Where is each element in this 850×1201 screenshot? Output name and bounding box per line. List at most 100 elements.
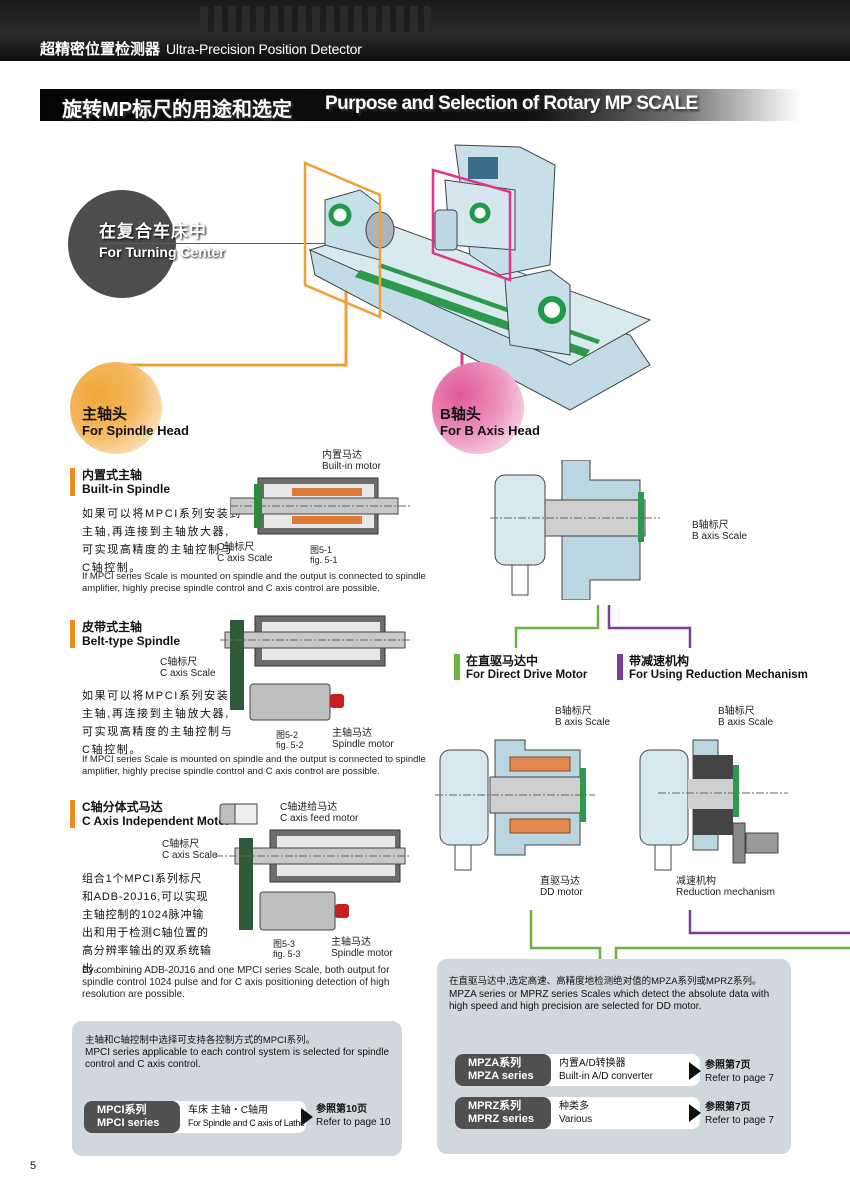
- refer-zh: 参照第7页: [705, 1102, 751, 1113]
- series-name-en: MPRZ series: [468, 1113, 535, 1125]
- refer-en: Refer to page 7: [705, 1073, 774, 1084]
- reduction-title-zh: 带减速机构: [629, 654, 690, 668]
- spindle-head-zh: 主轴头: [82, 406, 128, 423]
- refer-en: Refer to page 10: [316, 1117, 391, 1128]
- c-axis-motor-desc-en: By combining ADB-20J16 and one MPCI seri…: [82, 965, 390, 1000]
- mprz-refer-link[interactable]: 参照第7页 Refer to page 7: [705, 1101, 774, 1127]
- arrow-right-icon: [301, 1108, 313, 1126]
- mpza-series-row[interactable]: MPZA系列 MPZA series 内置A/D转换器 Built-in A/D…: [455, 1054, 700, 1086]
- callout-en: B axis Scale: [718, 717, 774, 728]
- built-in-spindle-desc-en: If MPCI series Scale is mounted on spind…: [82, 571, 426, 594]
- callout-en: C axis Scale: [160, 668, 216, 679]
- figure-5-3-caption: 图5-3 fig. 5-3: [273, 939, 301, 959]
- tailstock-ring: [538, 296, 566, 324]
- turning-center-zh: 在复合车床中: [99, 222, 207, 241]
- section-title-zh: 旋转MP标尺的用途和选定: [62, 99, 292, 121]
- callout-zh: B轴标尺: [692, 520, 729, 531]
- refer-en: Refer to page 7: [705, 1115, 774, 1126]
- orange-frame: [303, 161, 382, 319]
- mpci-refer-link[interactable]: 参照第10页 Refer to page 10: [316, 1103, 391, 1129]
- b-axis-head-diagram: [490, 460, 660, 600]
- spindle-head-en: For Spindle Head: [82, 423, 189, 438]
- dd-branch-line: [514, 605, 600, 648]
- callout-zh: 主轴马达: [332, 728, 372, 739]
- built-in-spindle-desc-zh: 如果可以将MPCI系列安装到主轴,再连接到主轴放大器,可实现高精度的主轴控制与C…: [82, 508, 242, 574]
- turning-center-circle: [68, 190, 176, 298]
- callout-zh: B轴标尺: [718, 706, 755, 717]
- belt-spindle-title-en: Belt-type Spindle: [82, 634, 181, 648]
- series-desc-en: Built-in A/D converter: [559, 1071, 653, 1082]
- headstock-ring: [328, 203, 352, 227]
- turning-center-line: [100, 243, 345, 244]
- dd-motor-title-zh: 在直驱马达中: [466, 654, 539, 668]
- reduction-title: 带减速机构 For Using Reduction Mechanism: [629, 654, 808, 682]
- tailstock: [504, 269, 571, 356]
- belt-spindle-title-zh: 皮带式主轴: [82, 620, 143, 634]
- c-axis-motor-title: C轴分体式马达 C Axis Independent Motor: [82, 800, 230, 828]
- mpza-series-desc: 内置A/D转换器 Built-in A/D converter: [559, 1057, 653, 1083]
- dd-info-zh: 在直驱马达中,选定高速、高精度地检测绝对值的MPZA系列或MPRZ系列。: [449, 976, 762, 987]
- reduction-bar: [617, 654, 623, 680]
- dd-motor-bar: [454, 654, 460, 680]
- figure-zh: 图5-2: [276, 730, 299, 740]
- b-axis-head-en: For B Axis Head: [440, 423, 540, 438]
- figure-zh: 图5-3: [273, 939, 296, 949]
- series-desc-en: Various: [559, 1114, 593, 1125]
- c-axis-feed-motor-callout: C轴进给马达 C axis feed motor: [280, 802, 358, 824]
- refer-zh: 参照第7页: [705, 1060, 751, 1071]
- dd-motor-title-en: For Direct Drive Motor: [466, 669, 588, 681]
- belt-spindle-desc-en: If MPCI series Scale is mounted on spind…: [82, 754, 426, 777]
- callout-zh: C轴标尺: [160, 657, 198, 668]
- page-number: 5: [30, 1160, 37, 1172]
- figure-zh: 图5-1: [310, 545, 333, 555]
- mpci-series-row[interactable]: MPCI系列 MPCI series 车床 主轴・C轴用 For Spindle…: [84, 1101, 306, 1133]
- mprz-series-row[interactable]: MPRZ系列 MPRZ series 种类多 Various: [455, 1097, 700, 1129]
- c-axis-scale-callout-1: C轴标尺 C axis Scale: [217, 542, 273, 564]
- callout-zh: 内置马达: [322, 450, 362, 461]
- dd-motor-callout: 直驱马达 DD motor: [540, 876, 583, 898]
- c-axis-motor-title-zh: C轴分体式马达: [82, 800, 163, 814]
- mpci-info-zh: 主轴和C轴控制中选择可支持各控制方式的MPCI系列。: [85, 1035, 316, 1046]
- figure-en: fig. 5-3: [273, 949, 301, 959]
- bhead-tool: [434, 209, 458, 251]
- mpza-mprz-info-box: 在直驱马达中,选定高速、高精度地检测绝对值的MPZA系列或MPRZ系列。 MPZ…: [437, 959, 791, 1154]
- belt-spindle-bar: [70, 620, 75, 648]
- spindle-motor-callout-1: 主轴马达 Spindle motor: [332, 728, 394, 750]
- c-axis-motor-title-en: C Axis Independent Motor: [82, 814, 231, 828]
- mprz-series-desc: 种类多 Various: [559, 1100, 592, 1126]
- header-title-en: Ultra-Precision Position Detector: [166, 41, 362, 57]
- callout-en: Built-in motor: [322, 461, 381, 472]
- built-in-spindle-diagram: [230, 477, 410, 535]
- dd-motor-diagram: [435, 739, 595, 871]
- b-axis-head-label: B轴头 For B Axis Head: [440, 407, 540, 439]
- section-title-en: Purpose and Selection of Rotary MP SCALE: [325, 93, 698, 114]
- section-title-bar: 旋转MP标尺的用途和选定 Purpose and Selection of Ro…: [40, 89, 800, 121]
- built-in-spindle-title-zh: 内置式主轴: [82, 468, 143, 482]
- turning-center-illustration: [303, 144, 652, 411]
- refer-zh: 参照第10页: [316, 1104, 368, 1115]
- b-axis-scale-callout-top: B轴标尺 B axis Scale: [692, 520, 747, 542]
- reduction-branch-line: [607, 605, 692, 648]
- series-name-en: MPZA series: [468, 1070, 534, 1082]
- series-desc-zh: 内置A/D转换器: [559, 1058, 626, 1069]
- b-axis-scale-callout-dd: B轴标尺 B axis Scale: [555, 706, 610, 728]
- spindle-motor-callout-2: 主轴马达 Spindle motor: [331, 937, 393, 959]
- mpci-info-en: MPCI series applicable to each control s…: [85, 1047, 390, 1070]
- column-window: [468, 157, 498, 179]
- callout-en: Spindle motor: [332, 739, 394, 750]
- series-name-en: MPCI series: [97, 1117, 160, 1129]
- mpza-refer-link[interactable]: 参照第7页 Refer to page 7: [705, 1059, 774, 1085]
- arrow-right-icon: [689, 1104, 701, 1122]
- callout-en: Spindle motor: [331, 948, 393, 959]
- callout-zh: C轴标尺: [162, 839, 200, 850]
- callout-en: C axis feed motor: [280, 813, 359, 824]
- callout-en: C axis Scale: [162, 850, 218, 861]
- built-in-motor-callout: 内置马达 Built-in motor: [322, 450, 381, 472]
- arrow-right-icon: [689, 1062, 701, 1080]
- figure-5-2-caption: 图5-2 fig. 5-2: [276, 730, 304, 750]
- callout-zh: 主轴马达: [331, 937, 371, 948]
- b-axis-scale-callout-reduction: B轴标尺 B axis Scale: [718, 706, 773, 728]
- callout-en: DD motor: [540, 887, 583, 898]
